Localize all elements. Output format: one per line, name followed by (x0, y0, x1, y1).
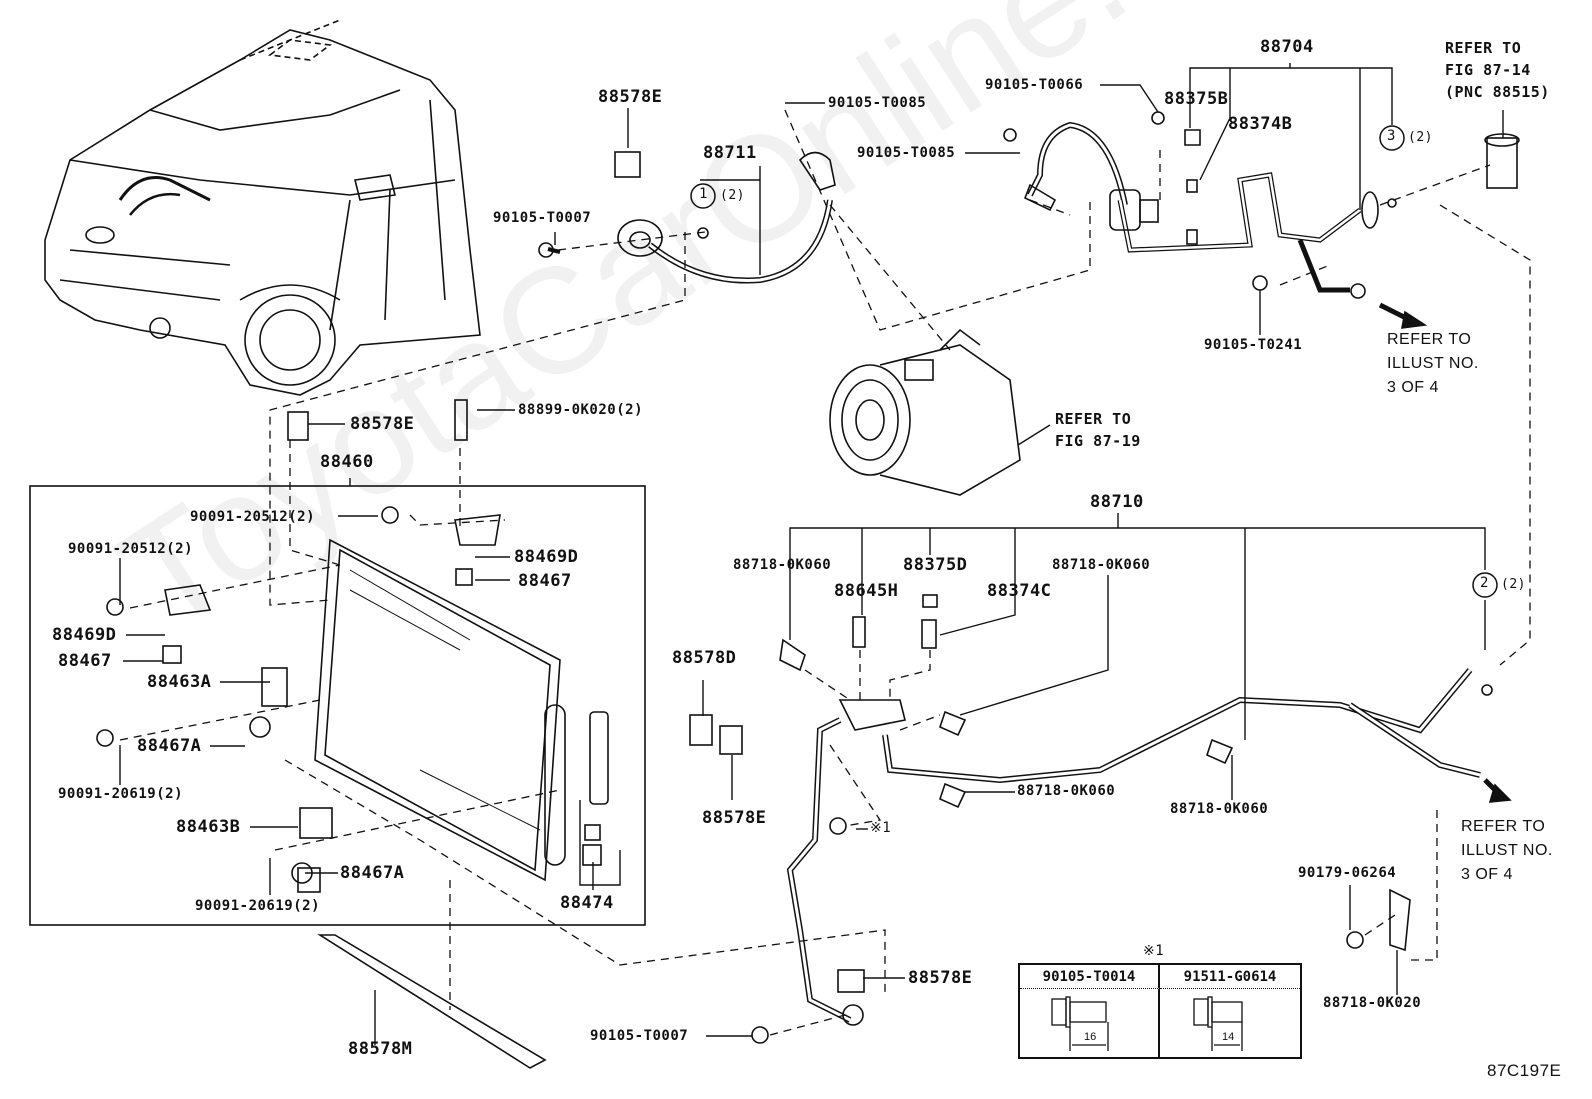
condenser-drawing (96, 399, 609, 893)
vehicle-illustration (44, 19, 481, 396)
part-label-90105-T0007-bottom[interactable]: 90105-T0007 (590, 1028, 689, 1044)
part-label-88578M[interactable]: 88578M (348, 1039, 413, 1059)
part-label-88469D-a[interactable]: 88469D (514, 547, 579, 567)
pipe-88710-drawing (689, 594, 1493, 1044)
part-label-88467-a[interactable]: 88467 (518, 571, 572, 591)
part-label-90105-T0241[interactable]: 90105-T0241 (1204, 337, 1303, 353)
hose-88711-drawing (538, 151, 836, 284)
part-label-90091-20512-a[interactable]: 90091-20512(2) (190, 509, 316, 525)
part-label-88710[interactable]: 88710 (1090, 492, 1144, 512)
part-label-88718-0K060-d[interactable]: 88718-0K060 (1170, 801, 1269, 817)
part-label-88718-0K060-c[interactable]: 88718-0K060 (1017, 783, 1116, 799)
part-label-88578E-bottom[interactable]: 88578E (908, 968, 973, 988)
part-label-88718-0K060-b[interactable]: 88718-0K060 (1052, 557, 1151, 573)
part-label-88467A-b[interactable]: 88467A (340, 863, 405, 883)
callout-3-number: 3 (1387, 128, 1396, 144)
reference-illust-3of4-bottom[interactable]: REFER TO ILLUST NO. 3 OF 4 (1461, 818, 1553, 883)
part-label-88578E-lowmid[interactable]: 88578E (702, 808, 767, 828)
part-label-88467A-a[interactable]: 88467A (137, 736, 202, 756)
part-label-90105-T0066[interactable]: 90105-T0066 (985, 77, 1084, 93)
condenser-assembly-frame (29, 485, 646, 926)
leader-lines (119, 63, 1504, 1045)
part-label-88645H[interactable]: 88645H (834, 581, 899, 601)
bolt-icon (1193, 996, 1243, 1051)
callout-1-number: 1 (699, 186, 708, 202)
part-label-88718-0K020[interactable]: 88718-0K020 (1323, 995, 1422, 1011)
part-label-88460[interactable]: 88460 (320, 452, 374, 472)
part-label-88469D-b[interactable]: 88469D (52, 625, 117, 645)
part-label-90091-20619-b[interactable]: 90091-20619(2) (195, 898, 321, 914)
part-label-88578E-top[interactable]: 88578E (598, 87, 663, 107)
bolt-length-1: 16 (1084, 1031, 1097, 1043)
bar-88578M-drawing (317, 934, 547, 1069)
reference-fig-87-14[interactable]: REFER TO FIG 87-14 (PNC 88515) (1445, 39, 1550, 101)
callout-1-quantity: (2) (720, 188, 745, 203)
part-label-88374C[interactable]: 88374C (987, 581, 1052, 601)
part-label-88578D[interactable]: 88578D (672, 648, 737, 668)
bolt-spec-cell-1: 16 (1020, 989, 1160, 1057)
part-label-90105-T0085-b[interactable]: 90105-T0085 (857, 145, 956, 161)
bolt-spec-table: 90105-T0014 91511-G0614 16 (1018, 963, 1302, 1059)
part-label-90105-T0085-a[interactable]: 90105-T0085 (828, 95, 927, 111)
part-label-88899-0K020[interactable]: 88899-0K020(2) (518, 402, 644, 418)
part-label-90179-06264[interactable]: 90179-06264 (1298, 865, 1397, 881)
reference-illust-3of4-top[interactable]: REFER TO ILLUST NO. 3 OF 4 (1387, 331, 1479, 396)
part-label-88463B[interactable]: 88463B (176, 817, 241, 837)
callout-2-quantity: (2) (1501, 577, 1526, 592)
bolt-spec-part-1[interactable]: 90105-T0014 (1020, 965, 1160, 989)
illustration-code: 87C197E (1487, 1061, 1562, 1080)
bolt-spec-cell-2: 14 (1160, 989, 1300, 1057)
callout-circles (690, 125, 1498, 598)
part-label-88474[interactable]: 88474 (560, 893, 614, 913)
part-label-88463A[interactable]: 88463A (147, 672, 212, 692)
part-label-88375B[interactable]: 88375B (1164, 89, 1229, 109)
part-label-88704[interactable]: 88704 (1260, 37, 1314, 57)
part-label-90105-T0007-top[interactable]: 90105-T0007 (493, 210, 592, 226)
pipe-88704-drawing (1003, 111, 1520, 299)
bolt-icon (1051, 996, 1109, 1051)
callout-3-quantity: (2) (1408, 130, 1433, 145)
reference-fig-87-19[interactable]: REFER TO FIG 87-19 (1055, 410, 1141, 450)
note-table-title: ※1 (1143, 943, 1165, 959)
bolt-spec-part-2[interactable]: 91511-G0614 (1160, 965, 1300, 989)
part-label-88375D[interactable]: 88375D (903, 555, 968, 575)
part-label-88711[interactable]: 88711 (703, 143, 757, 163)
part-label-88578E-mid[interactable]: 88578E (350, 414, 415, 434)
bolt-length-2: 14 (1222, 1031, 1235, 1043)
part-label-88718-0K060-a[interactable]: 88718-0K060 (733, 557, 832, 573)
part-label-88374B[interactable]: 88374B (1228, 114, 1293, 134)
part-label-90091-20512-b[interactable]: 90091-20512(2) (68, 541, 194, 557)
dashed-connection-lines (119, 109, 1531, 1036)
compressor-drawing (829, 328, 1021, 496)
part-label-88467-b[interactable]: 88467 (58, 651, 112, 671)
note-1-marker: ※1 (870, 820, 892, 836)
part-label-90091-20619-a[interactable]: 90091-20619(2) (58, 786, 184, 802)
callout-2-number: 2 (1480, 575, 1489, 591)
